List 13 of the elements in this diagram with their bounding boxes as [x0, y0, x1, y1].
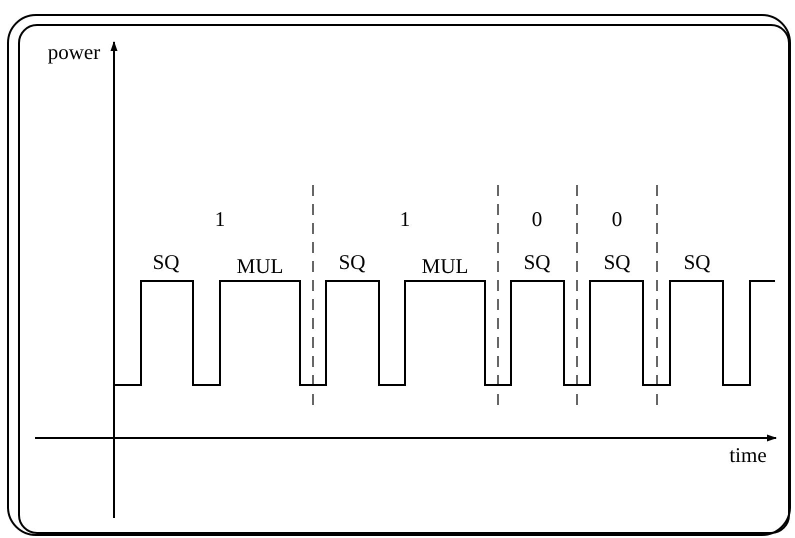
- operation-label: MUL: [236, 255, 284, 277]
- axis-label: power: [48, 41, 100, 63]
- operation-label: MUL: [422, 255, 468, 277]
- operation-label: SQ: [604, 251, 630, 273]
- operation-label: SQ: [684, 251, 710, 273]
- bit-value: 0: [612, 208, 622, 230]
- operation-label: SQ: [524, 251, 550, 273]
- axis-label: time: [729, 444, 767, 466]
- bit-value: 1: [400, 208, 410, 230]
- bit-value: 1: [214, 208, 226, 230]
- operation-label: SQ: [338, 251, 366, 273]
- operation-label: SQ: [152, 251, 180, 273]
- bit-value: 0: [532, 208, 542, 230]
